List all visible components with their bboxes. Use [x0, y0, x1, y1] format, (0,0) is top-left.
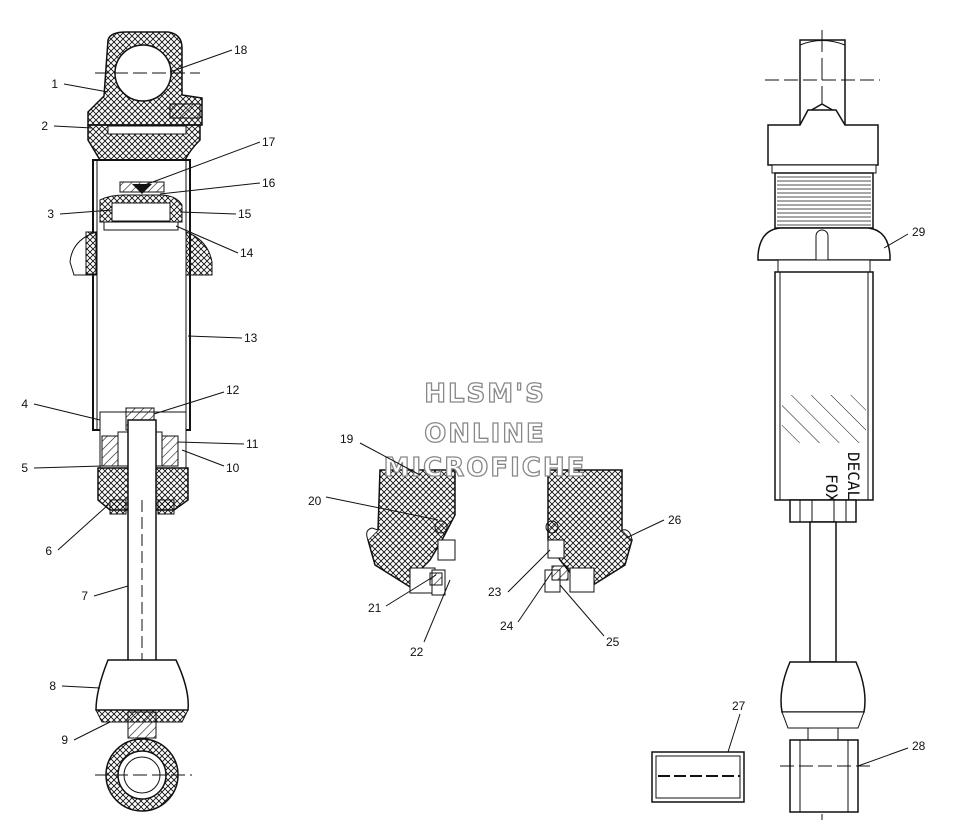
callout-leader-24 [517, 571, 553, 623]
callout-leader-14 [175, 225, 239, 254]
callout-label-27: 27 [732, 699, 746, 713]
callout-label-29: 29 [912, 225, 926, 239]
bump-stop [95, 659, 189, 711]
callout-leader-4 [33, 403, 101, 421]
callout-label-28: 28 [912, 739, 926, 753]
callout-leader-10 [181, 449, 225, 467]
callout-label-7: 7 [81, 589, 88, 603]
seal-detail-view [366, 469, 633, 596]
callout-label-14: 14 [240, 246, 254, 260]
watermark-line-1: HLSM'S [424, 379, 546, 409]
callout-leader-27 [727, 713, 741, 753]
callout-label-19: 19 [340, 432, 354, 446]
exterior-shock-view: DECAL FOX [651, 30, 891, 820]
callout-leader-3 [59, 209, 113, 215]
callout-label-11: 11 [246, 437, 259, 451]
callout-leader-5 [33, 465, 103, 469]
callout-leader-19 [359, 442, 421, 476]
callout-label-8: 8 [49, 679, 56, 693]
callout-label-17: 17 [262, 135, 276, 149]
fox-decal: DECAL FOX [822, 452, 863, 503]
callout-leader-12 [153, 391, 225, 415]
callout-leader-17 [141, 141, 261, 187]
callout-leader-13 [187, 335, 243, 339]
air-valve [169, 103, 201, 119]
callout-label-4: 4 [21, 397, 28, 411]
callout-label-1: 1 [51, 77, 58, 91]
callout-leader-6 [57, 504, 109, 551]
top-cap [767, 109, 879, 166]
callout-label-15: 15 [238, 207, 252, 221]
callout-label-21: 21 [368, 601, 382, 615]
exterior-bump-stop [780, 661, 866, 713]
callout-label-24: 24 [500, 619, 514, 633]
callout-label-13: 13 [244, 331, 258, 345]
callout-label-12: 12 [226, 383, 240, 397]
lower-bushing [789, 739, 859, 813]
callout-leader-25 [559, 584, 605, 637]
callout-leader-26 [625, 519, 665, 539]
callout-label-25: 25 [606, 635, 620, 649]
callout-leader-22 [423, 579, 451, 643]
callout-label-6: 6 [45, 544, 52, 558]
callout-leader-9 [73, 721, 111, 741]
sectioned-shock-view [69, 31, 213, 812]
callout-label-20: 20 [308, 494, 322, 508]
threads [777, 176, 871, 226]
callout-leader-21 [385, 574, 437, 607]
callout-leader-11 [177, 441, 245, 445]
decal-brand: FOX [822, 474, 841, 503]
callout-label-22: 22 [410, 645, 424, 659]
callout-label-9: 9 [61, 733, 68, 747]
callout-label-16: 16 [262, 176, 276, 190]
callout-leader-20 [325, 496, 439, 521]
callouts: 1234567891011121314151617181920212223242… [21, 43, 926, 767]
callout-label-23: 23 [488, 585, 502, 599]
callout-leader-2 [53, 125, 93, 129]
callout-label-10: 10 [226, 461, 240, 475]
callout-label-2: 2 [41, 119, 48, 133]
callout-leader-1 [63, 83, 109, 93]
main-body [774, 271, 874, 501]
callout-leader-16 [159, 182, 261, 195]
callout-leader-8 [61, 685, 101, 689]
callout-label-3: 3 [47, 207, 54, 221]
watermark-line-3: MICROFICHE [384, 453, 587, 483]
callout-label-5: 5 [21, 461, 28, 475]
callout-label-18: 18 [234, 43, 248, 57]
callout-leader-15 [179, 211, 237, 215]
callout-leader-23 [507, 549, 551, 593]
callout-leader-29 [883, 233, 909, 249]
callout-leader-18 [169, 49, 233, 73]
threaded-body [774, 172, 874, 229]
exterior-shaft [809, 521, 837, 663]
watermark: HLSM'S ONLINE MICROFICHE [383, 378, 587, 483]
callout-leader-28 [857, 747, 909, 767]
decal-text: DECAL [844, 452, 863, 500]
callout-label-26: 26 [668, 513, 682, 527]
callout-leader-7 [93, 585, 129, 597]
watermark-line-2: ONLINE [424, 419, 546, 449]
